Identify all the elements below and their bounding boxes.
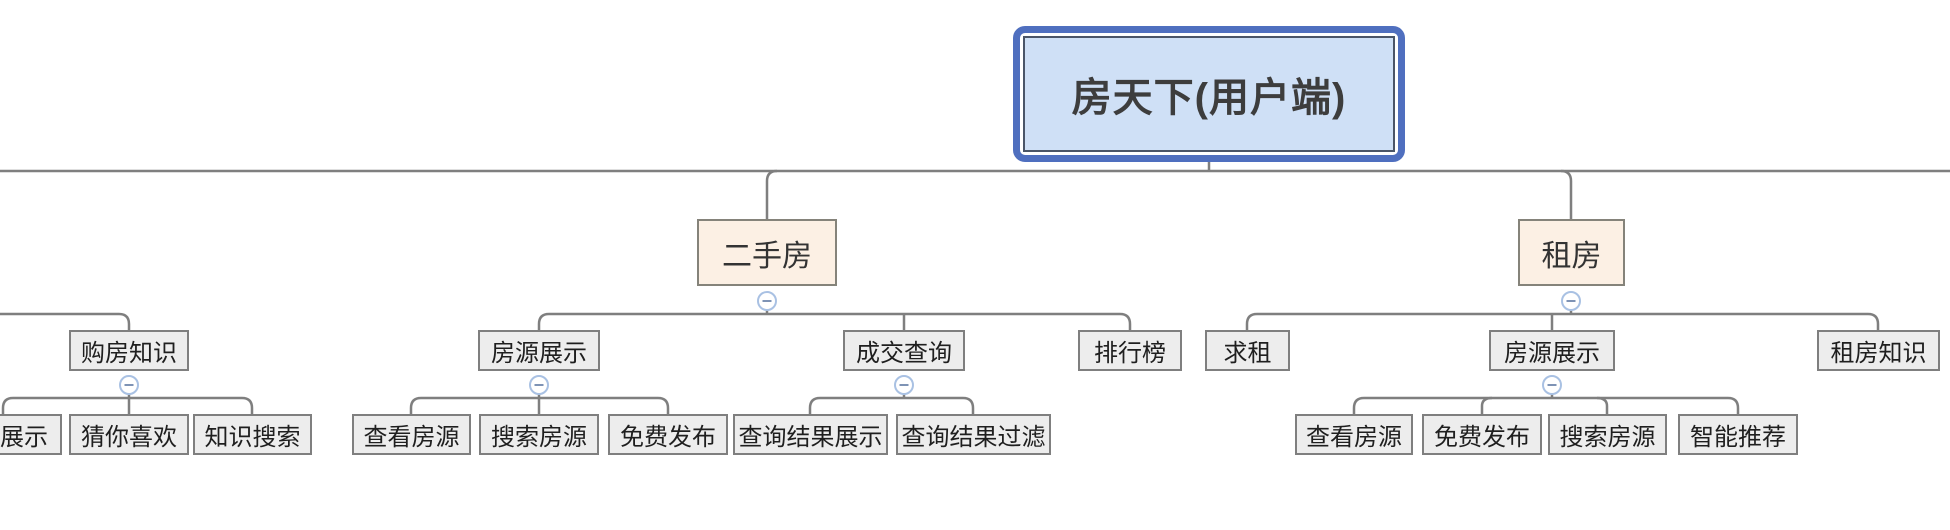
node-label: 租房知识 [1830,340,1927,367]
node-view-listings-left[interactable]: 查看房源 [352,414,471,455]
node-knowledge-search[interactable]: 知识搜索 [193,414,312,455]
connector-drop-secondhand [765,169,778,219]
node-seek-rent[interactable]: 求租 [1205,330,1290,371]
node-label: 查看房源 [1306,424,1402,451]
node-label: 查看房源 [363,424,460,451]
node-display-clipped[interactable]: 展示 [0,414,62,455]
node-guess-you-like[interactable]: 猜你喜欢 [69,414,189,455]
node-label: 智能推荐 [1690,424,1786,451]
node-label: 知识搜索 [204,424,301,451]
node-label: 查询结果过滤 [901,424,1046,451]
node-label: 成交查询 [856,340,952,367]
collapse-icon-secondhand[interactable] [757,291,777,311]
node-search-listings-right[interactable]: 搜索房源 [1548,414,1667,455]
node-query-result-filter[interactable]: 查询结果过滤 [896,414,1051,455]
node-label: 房天下(用户端) [1071,76,1347,120]
node-label: 排行榜 [1094,340,1166,367]
node-view-listings-right[interactable]: 查看房源 [1295,414,1413,455]
connector-rail-deal-query-children [808,396,975,414]
node-free-publish-left[interactable]: 免费发布 [608,414,728,455]
collapse-icon-buying-knowledge[interactable] [119,375,139,395]
node-listing-display-left[interactable]: 房源展示 [478,330,600,371]
node-label: 搜索房源 [1559,424,1656,451]
node-label: 免费发布 [1434,424,1530,451]
node-buying-knowledge[interactable]: 购房知识 [69,330,189,371]
collapse-icon-listing-right[interactable] [1542,375,1562,395]
node-label: 搜索房源 [491,424,587,451]
node-label: 购房知识 [81,340,177,367]
node-label: 房源展示 [491,340,587,367]
connector-rail-listing-right-children [1352,396,1740,414]
node-root[interactable]: 房天下(用户端) [1013,26,1405,162]
node-query-result-display[interactable]: 查询结果展示 [733,414,888,455]
node-free-publish-right[interactable]: 免费发布 [1422,414,1542,455]
node-root-box: 房天下(用户端) [1023,36,1395,152]
node-label: 免费发布 [620,424,716,451]
connector-rail-rent-children [1245,312,1880,331]
node-label: 二手房 [722,239,812,273]
node-deal-query[interactable]: 成交查询 [843,330,965,371]
node-label: 查询结果展示 [738,424,883,451]
node-smart-recommend[interactable]: 智能推荐 [1678,414,1798,455]
node-label: 求租 [1223,340,1272,367]
node-label: 租房 [1541,239,1602,273]
node-label: 房源展示 [1504,340,1600,367]
collapse-icon-listing-left[interactable] [529,375,549,395]
node-secondhand-house[interactable]: 二手房 [697,219,837,286]
connector-drop-search-listings-right [1596,396,1609,414]
node-listing-display-right[interactable]: 房源展示 [1489,330,1615,371]
node-ranking[interactable]: 排行榜 [1078,330,1182,371]
connector-drop-free-publish-right [1480,396,1493,414]
node-search-listings-left[interactable]: 搜索房源 [479,414,599,455]
connector-rail-secondhand-children [537,312,1132,331]
node-label: 猜你喜欢 [81,424,177,451]
collapse-icon-rent[interactable] [1561,291,1581,311]
collapse-icon-deal-query[interactable] [894,375,914,395]
node-label: 展示 [0,424,48,451]
connector-drop-rent [1560,169,1573,219]
connector-rail-buying-knowledge-parent [0,312,131,331]
node-rent-house[interactable]: 租房 [1518,219,1625,286]
connector-rail-buying-knowledge-children [1,396,254,414]
node-rent-knowledge[interactable]: 租房知识 [1817,330,1940,371]
